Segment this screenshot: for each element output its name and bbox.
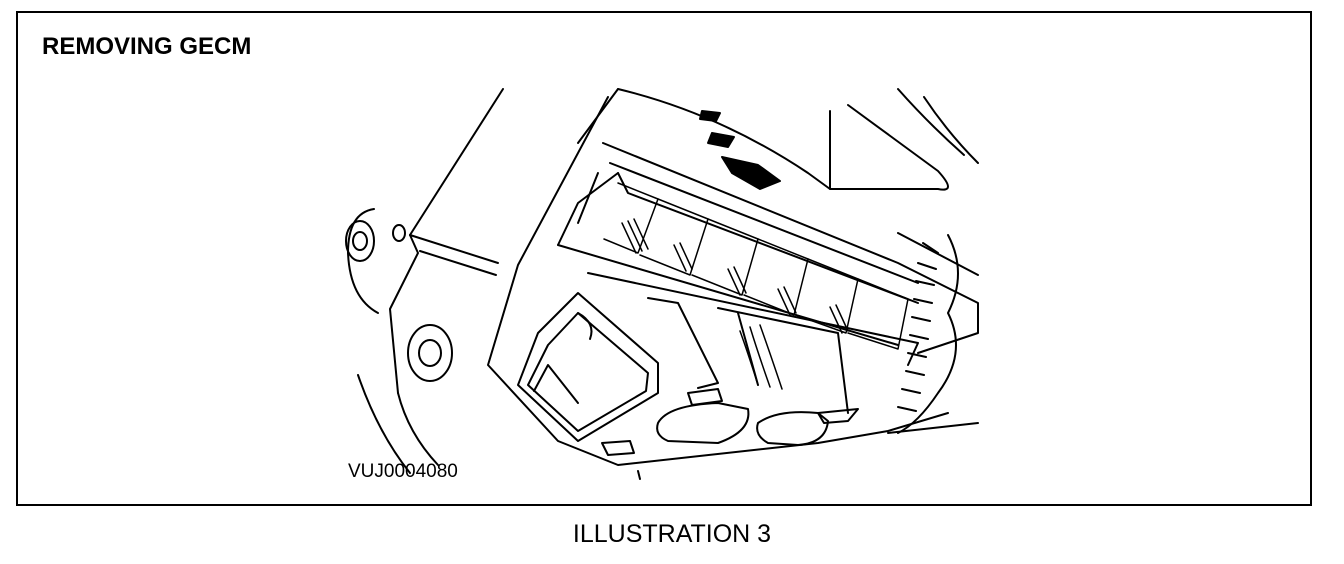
gecm-line-drawing (345, 88, 979, 480)
removal-arrows (699, 110, 781, 190)
figure-title: REMOVING GECM (42, 33, 252, 60)
gecm-module-housing (487, 96, 979, 480)
bolt-lower (407, 324, 453, 382)
figure-caption: ILLUSTRATION 3 (572, 520, 772, 548)
illustration-frame: REMOVING GECM (16, 11, 1312, 506)
bolt-upper (345, 220, 406, 262)
upper-bracket (617, 88, 979, 191)
right-harness (887, 232, 979, 434)
connector-slots (603, 182, 909, 390)
left-panel-outline (347, 88, 619, 474)
drawing-reference-code: VUJ0004080 (348, 461, 458, 482)
